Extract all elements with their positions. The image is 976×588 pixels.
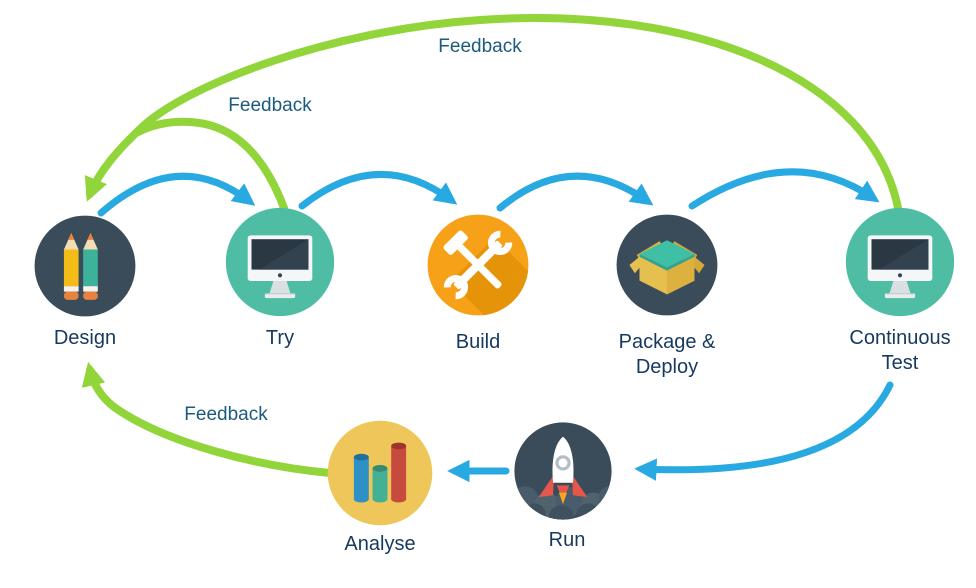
node-analyse <box>324 417 436 529</box>
feedback-label-bottom: Feedback <box>184 404 268 425</box>
feedback-arrow-try-to-design <box>134 117 288 212</box>
rocket-icon <box>514 422 612 520</box>
arrow-build-to-package <box>496 172 654 212</box>
feedback-arrow-continuous-test-to-design <box>84 14 903 217</box>
node-label-analyse: Analyse <box>344 533 416 555</box>
node-package-deploy <box>612 210 722 320</box>
feedback-label-top: Feedback <box>438 36 522 57</box>
node-continuous-test <box>843 205 957 319</box>
node-label-run: Run <box>548 529 586 551</box>
tools-icon <box>427 214 529 316</box>
arrow-continuous-test-to-run <box>634 381 894 481</box>
node-label-line1: Package & <box>618 331 716 353</box>
pencils-icon <box>34 215 136 317</box>
monitor-icon <box>845 207 955 317</box>
bar-chart-icon <box>327 420 433 526</box>
node-label-package-deploy: Package & Deploy <box>619 330 716 380</box>
feedback-label-middle: Feedback <box>228 95 312 116</box>
node-label-line1: Continuous <box>849 327 951 349</box>
node-design <box>30 211 140 321</box>
node-label-try: Try <box>265 327 295 349</box>
node-label-continuous-test: Continuous Test <box>849 326 950 376</box>
feedback-arrow-analyse-to-design <box>81 361 334 477</box>
node-try <box>223 205 337 319</box>
node-label-line2: Deploy <box>635 356 699 378</box>
node-label-line2: Test <box>881 352 919 374</box>
monitor-icon <box>225 207 335 317</box>
arrow-package-to-continuous-test <box>688 168 880 210</box>
arrow-design-to-try <box>97 172 256 217</box>
node-label-design: Design <box>53 327 117 349</box>
node-label-build: Build <box>455 331 501 353</box>
node-run <box>509 417 617 525</box>
open-box-icon <box>616 214 718 316</box>
node-build <box>423 210 533 320</box>
arrow-try-to-build <box>298 171 458 210</box>
